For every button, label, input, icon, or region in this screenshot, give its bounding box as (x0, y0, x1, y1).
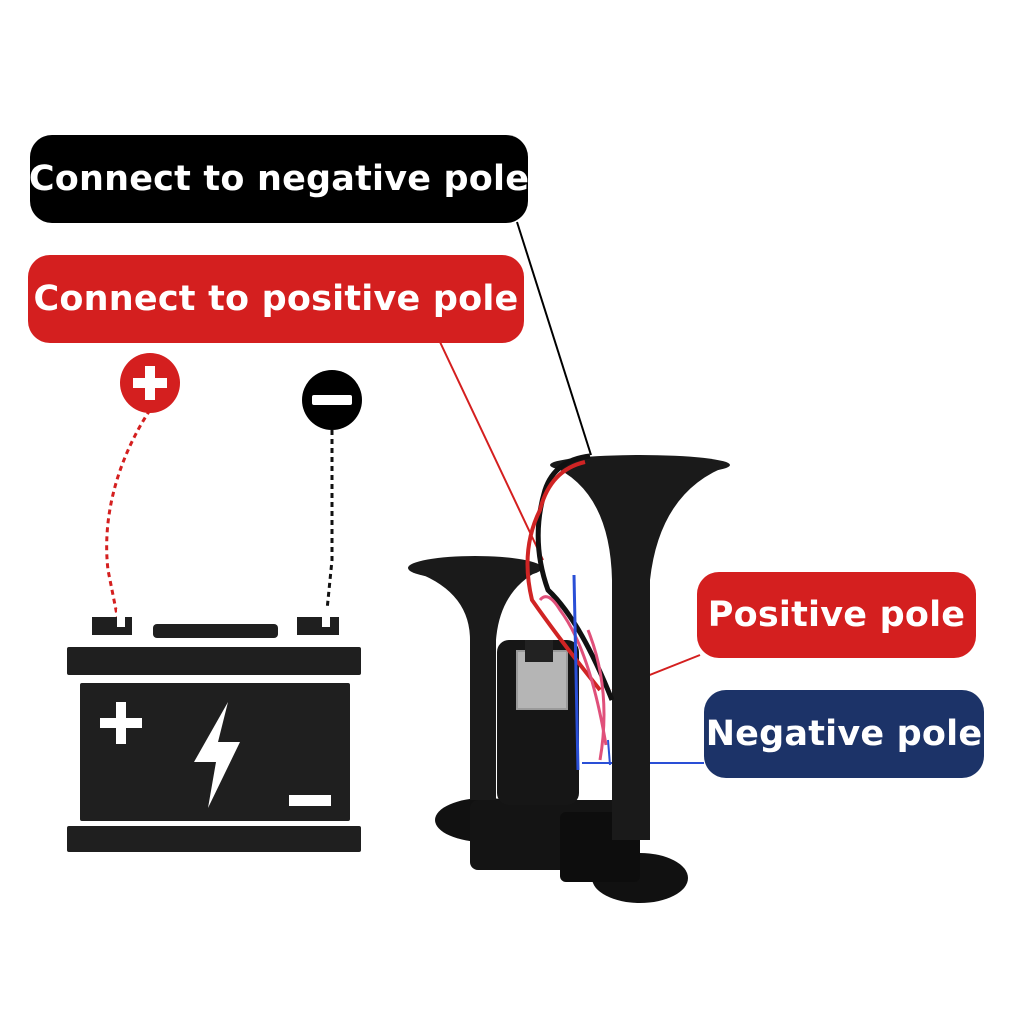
leader-line-positive-connect (439, 341, 544, 561)
negative-pole-label: Negative pole (704, 690, 984, 778)
air-horn-icon (408, 453, 730, 903)
connect-positive-label: Connect to positive pole (28, 255, 524, 343)
minus-circle-icon (302, 370, 362, 430)
leader-line-negative-connect (516, 221, 592, 456)
lightning-bolt-icon (194, 702, 240, 808)
dashed-positive-lead (105, 409, 152, 621)
connect-negative-label: Connect to negative pole (29, 135, 529, 223)
positive-pole-label: Positive pole (697, 572, 976, 658)
dashed-negative-lead (324, 430, 334, 621)
plus-circle-icon (120, 353, 180, 413)
car-battery-icon (67, 609, 361, 852)
